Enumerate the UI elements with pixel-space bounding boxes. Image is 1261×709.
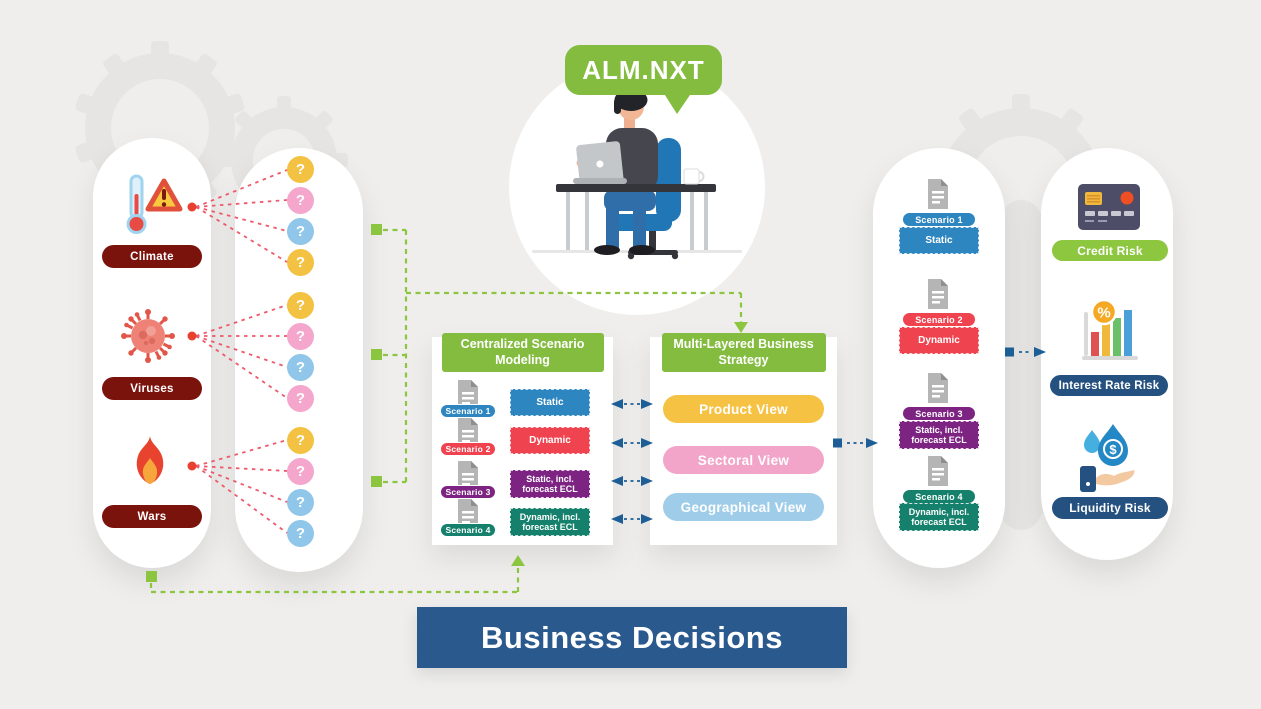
document-icon — [928, 179, 948, 209]
percent-glyph: % — [1097, 305, 1110, 322]
document-icon — [928, 456, 948, 486]
question-circle: ? — [287, 187, 314, 214]
bubble-tail — [663, 92, 692, 114]
question-mark: ? — [295, 494, 306, 511]
document-icon — [458, 418, 478, 448]
question-mark: ? — [295, 390, 306, 407]
question-circle: ? — [287, 323, 314, 350]
scenario-4-type: Dynamic, incl. forecast ECL — [510, 508, 590, 536]
scenario-modeling-title: Centralized Scenario Modeling — [441, 333, 604, 373]
document-icon — [928, 373, 948, 403]
question-mark: ? — [295, 161, 306, 178]
question-mark: ? — [295, 297, 306, 314]
question-mark: ? — [295, 359, 306, 376]
question-circle: ? — [287, 427, 314, 454]
document-icon — [458, 380, 478, 410]
driver-wars-label: Wars — [102, 505, 202, 528]
product-view-pill: Product View — [663, 395, 824, 423]
money-drops-hand-icon: $ — [1080, 424, 1135, 492]
scenario-2-tag: Scenario 2 — [440, 442, 496, 456]
banner-label: Business Decisions — [481, 619, 783, 655]
business-strategy-title: Multi-Layered Business Strategy — [661, 333, 826, 373]
question-mark: ? — [295, 192, 306, 209]
scenario-2-type: Dynamic — [510, 427, 590, 454]
risks-panel: Credit Risk % Interest Rate Risk $ Liqui… — [1041, 148, 1173, 560]
brand-bubble: ALM.NXT — [565, 45, 722, 95]
question-mark: ? — [295, 328, 306, 345]
question-mark: ? — [295, 432, 306, 449]
credit-card-icon — [1078, 184, 1140, 230]
question-mark: ? — [295, 254, 306, 271]
driver-viruses-label: Viruses — [102, 377, 202, 400]
dollar-glyph: $ — [1109, 442, 1117, 457]
output-scenario-1-type: Static — [899, 227, 979, 254]
output-scenario-3-type: Static, incl. forecast ECL — [899, 421, 979, 449]
question-circle: ? — [287, 489, 314, 516]
business-decisions-banner: Business Decisions — [417, 607, 847, 668]
credit-risk-badge: Credit Risk — [1052, 240, 1168, 261]
fire-icon — [136, 436, 164, 484]
bar-chart-percent-icon: % — [1082, 298, 1138, 360]
scenario-modeling-panel: Centralized Scenario Modeling Scenario 1… — [432, 333, 613, 545]
analyst-illustration — [509, 59, 765, 315]
question-circle: ? — [287, 520, 314, 547]
scenario-outputs-panel: Scenario 1 Static Scenario 2 Dynamic Sce… — [873, 148, 1005, 568]
output-scenario-1-tag: Scenario 1 — [902, 212, 976, 227]
risk-drivers-panel: Climate Viruse — [93, 138, 211, 568]
output-scenario-3-tag: Scenario 3 — [902, 406, 976, 421]
interest-rate-risk-badge: Interest Rate Risk — [1050, 375, 1168, 396]
output-scenario-2-tag: Scenario 2 — [902, 312, 976, 327]
brand-label: ALM.NXT — [582, 54, 705, 85]
output-scenario-2-type: Dynamic — [899, 327, 979, 354]
virus-icon — [121, 309, 175, 363]
question-circle: ? — [287, 292, 314, 319]
question-circle: ? — [287, 385, 314, 412]
scenario-4-tag: Scenario 4 — [440, 523, 496, 537]
question-circle: ? — [287, 458, 314, 485]
scenario-1-type: Static — [510, 389, 590, 416]
thermometer-warning-icon — [126, 174, 183, 234]
scenario-3-type: Static, incl. forecast ECL — [510, 470, 590, 498]
question-circle: ? — [287, 156, 314, 183]
output-scenario-4-tag: Scenario 4 — [902, 489, 976, 504]
output-scenario-4-type: Dynamic, incl. forecast ECL — [899, 503, 979, 531]
document-icon — [928, 279, 948, 309]
question-mark: ? — [295, 463, 306, 480]
uncertainty-panel: ? ? ? ? ? ? ? ? ? ? ? ? — [235, 148, 363, 572]
question-circle: ? — [287, 249, 314, 276]
question-mark: ? — [295, 223, 306, 240]
question-circle: ? — [287, 218, 314, 245]
driver-climate-label: Climate — [102, 245, 202, 268]
scenario-3-tag: Scenario 3 — [440, 485, 496, 499]
scenario-1-tag: Scenario 1 — [440, 404, 496, 418]
document-icon — [458, 461, 478, 491]
business-strategy-panel: Multi-Layered Business Strategy Product … — [650, 333, 837, 545]
question-mark: ? — [295, 525, 306, 542]
question-circle: ? — [287, 354, 314, 381]
sectoral-view-pill: Sectoral View — [663, 446, 824, 474]
liquidity-risk-badge: Liquidity Risk — [1052, 497, 1168, 519]
document-icon — [458, 499, 478, 529]
geographical-view-pill: Geographical View — [663, 493, 824, 521]
